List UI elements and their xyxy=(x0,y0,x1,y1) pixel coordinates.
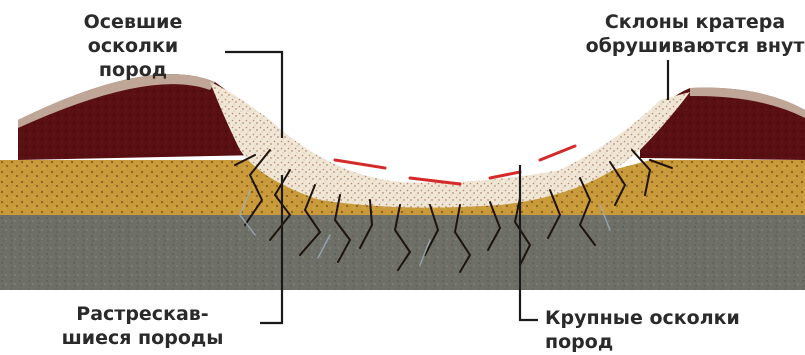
right-rim xyxy=(640,88,805,160)
label-crater-slopes-line1: Склоны кратера xyxy=(545,10,805,34)
label-crater-slopes-line2: обрушиваются внут xyxy=(545,34,805,58)
label-settled-fragments-line3: пород xyxy=(48,58,218,82)
label-settled-fragments: Осевшие осколки пород xyxy=(48,10,218,82)
label-crater-slopes: Склоны кратера обрушиваются внут xyxy=(545,10,805,58)
label-cracked-rocks-line2: шиеся породы xyxy=(30,326,255,350)
label-settled-fragments-line2: осколки xyxy=(48,34,218,58)
label-settled-fragments-line1: Осевшие xyxy=(48,10,218,34)
label-large-fragments-line2: пород xyxy=(545,330,785,354)
label-cracked-rocks: Растрескав- шиеся породы xyxy=(30,302,255,350)
label-cracked-rocks-line1: Растрескав- xyxy=(30,302,255,326)
label-large-fragments: Крупные осколки пород xyxy=(545,306,785,354)
label-large-fragments-line1: Крупные осколки xyxy=(545,306,785,330)
